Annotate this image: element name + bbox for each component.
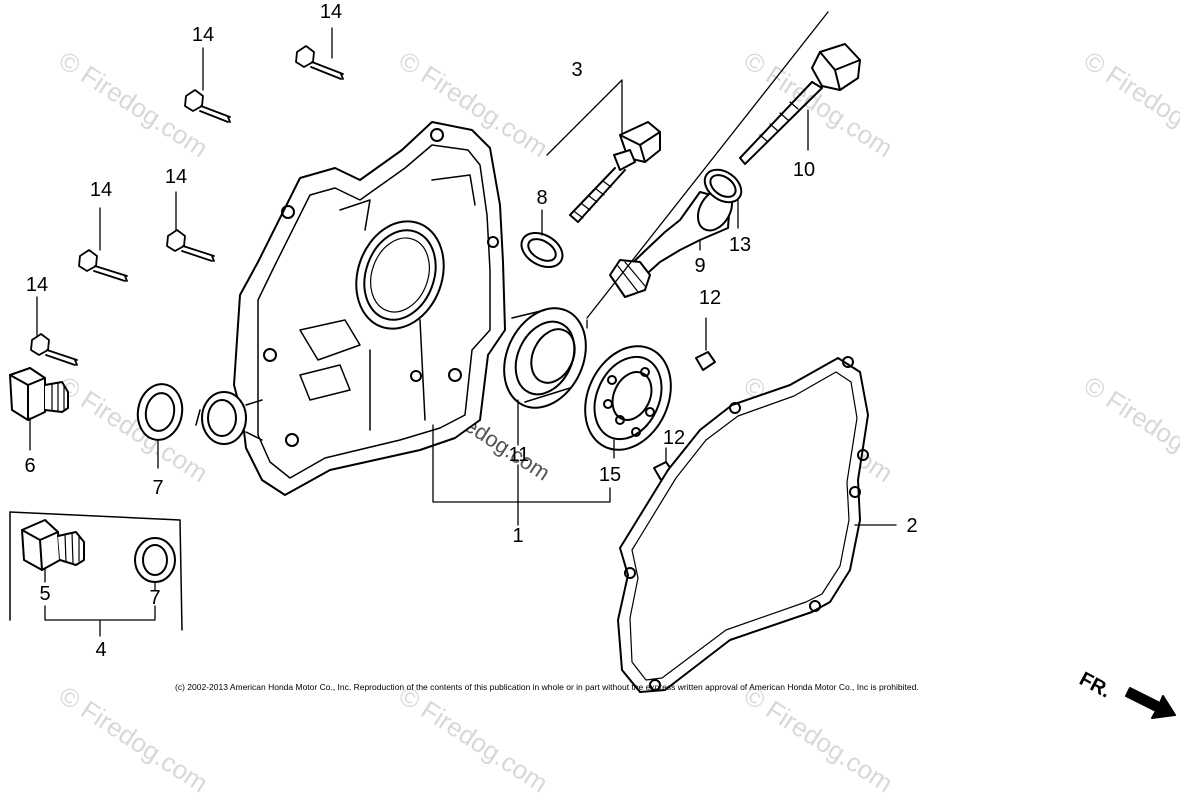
callout-9: 9	[694, 255, 706, 277]
callout-7: 7	[152, 477, 164, 499]
callout-5: 5	[39, 583, 51, 605]
callout-11: 11	[508, 444, 530, 466]
plug-5	[21, 519, 85, 571]
drain-plug-6	[9, 367, 69, 421]
bolt-14	[166, 229, 215, 262]
dowel-pin-12	[695, 351, 716, 371]
oil-seal-11	[503, 307, 587, 409]
callout-8: 8	[536, 187, 548, 209]
bolt-14	[78, 249, 128, 282]
callout-3: 3	[571, 59, 583, 81]
o-ring-8	[520, 231, 564, 269]
crankcase-cover	[195, 121, 506, 496]
callout-12: 12	[662, 427, 686, 449]
bolt-14	[295, 45, 344, 80]
washer-7	[134, 537, 176, 583]
washer-7	[136, 383, 184, 441]
callout-14: 14	[89, 179, 113, 201]
callout-15: 15	[598, 464, 622, 486]
copyright-notice: (c) 2002-2013 American Honda Motor Co., …	[175, 682, 919, 692]
callout-6: 6	[24, 455, 36, 477]
callout-12: 12	[698, 287, 722, 309]
bearing-15	[584, 345, 672, 451]
bolt-14	[30, 333, 78, 366]
leader-lines	[29, 11, 897, 637]
callout-13: 13	[728, 234, 752, 256]
callout-4: 4	[95, 639, 107, 661]
callout-14: 14	[319, 1, 343, 23]
gasket-2	[617, 356, 869, 693]
callout-14: 14	[25, 274, 49, 296]
dipstick-10	[739, 43, 861, 165]
callout-10: 10	[792, 159, 816, 181]
bolt-14	[184, 89, 231, 123]
fr-arrow-icon	[1125, 687, 1176, 719]
callout-7: 7	[149, 587, 161, 609]
kit-box-4	[9, 511, 183, 631]
callout-1: 1	[512, 525, 524, 547]
oil-filler-cap-3	[569, 121, 661, 223]
callout-14: 14	[164, 166, 188, 188]
callout-2: 2	[906, 515, 918, 537]
callout-14: 14	[191, 24, 215, 46]
exploded-parts-diagram	[9, 11, 1176, 719]
gasket-ring-13	[703, 168, 743, 204]
